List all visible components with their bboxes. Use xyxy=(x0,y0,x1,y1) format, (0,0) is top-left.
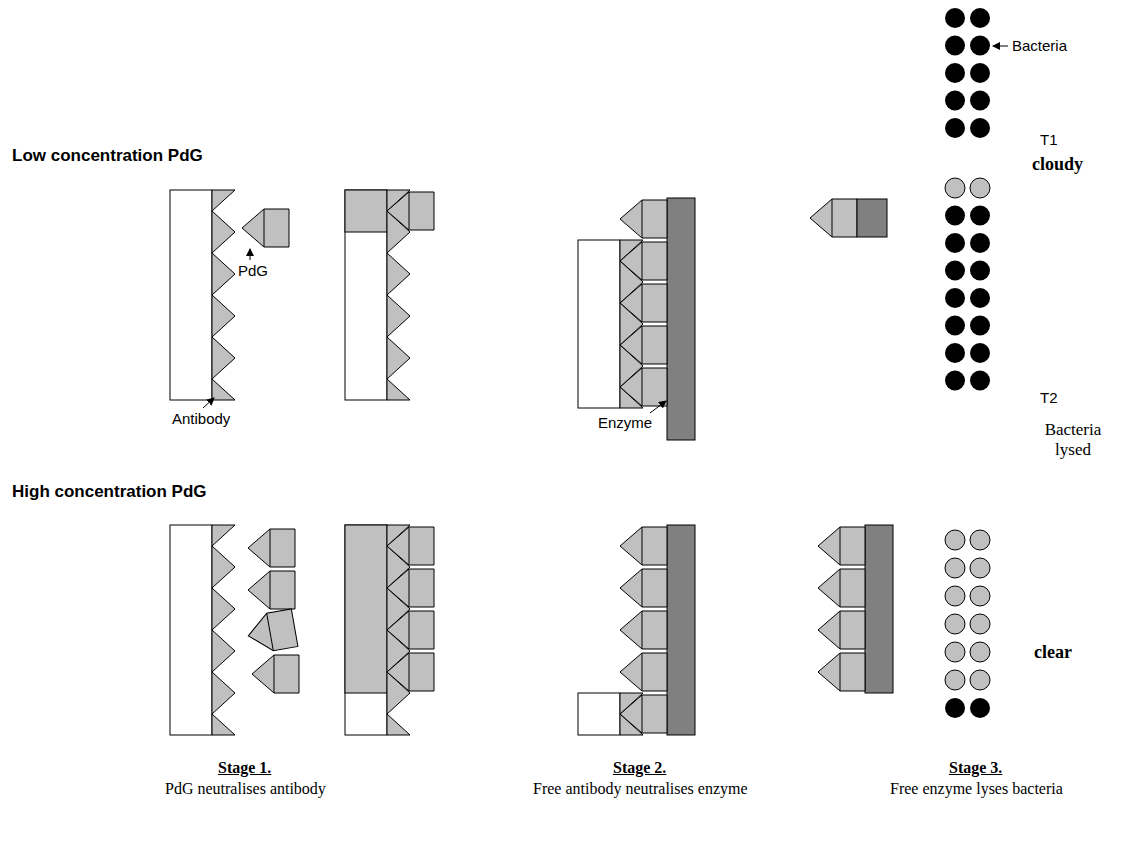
antibody-sites xyxy=(620,693,643,735)
callout-label: PdG xyxy=(238,262,268,280)
pdg-molecule xyxy=(248,529,295,567)
bacteria-column xyxy=(945,8,990,138)
pdg-molecule xyxy=(620,527,667,565)
row-heading: Low concentration PdG xyxy=(12,146,203,166)
leader-line xyxy=(250,249,251,260)
pdg-molecule xyxy=(387,192,434,230)
pdg-molecule xyxy=(242,209,289,247)
pdg-molecule xyxy=(620,611,667,649)
antibody-bound-part xyxy=(345,190,387,232)
callout-label: Enzyme xyxy=(598,414,652,432)
pdg-molecule xyxy=(818,653,865,691)
row-heading: High concentration PdG xyxy=(12,482,207,502)
pdg-molecule xyxy=(818,527,865,565)
enzyme xyxy=(865,525,893,693)
pdg-molecule xyxy=(252,655,299,693)
pdg-molecule xyxy=(387,653,434,691)
pdg-molecule xyxy=(387,569,434,607)
antibody-bound-part xyxy=(345,525,387,693)
pdg-molecule xyxy=(818,569,865,607)
antibody-body xyxy=(345,190,387,400)
stage-caption: PdG neutralises antibody xyxy=(165,779,326,798)
pdg-molecule xyxy=(387,611,434,649)
pdg-molecule xyxy=(245,609,298,655)
time-label: T2 xyxy=(1040,389,1058,407)
callout-label: Bacteria xyxy=(1012,37,1067,55)
leader-line xyxy=(650,401,666,413)
pdg-molecule xyxy=(818,611,865,649)
callout-label: Antibody xyxy=(172,410,230,428)
antibody-body xyxy=(170,525,212,735)
antibody-body xyxy=(345,525,387,735)
antibody-sites xyxy=(212,190,235,400)
pdg-molecule xyxy=(387,527,434,565)
pdg-molecule xyxy=(248,571,295,609)
enzyme xyxy=(667,198,695,440)
pdg-molecule xyxy=(620,569,667,607)
time-label: T1 xyxy=(1040,131,1058,149)
stage-title: Stage 3. xyxy=(949,758,1002,777)
leader-line xyxy=(203,398,214,408)
leader-line xyxy=(993,46,1008,47)
result-note: Bacteria lysed xyxy=(1028,420,1118,461)
enzyme xyxy=(857,199,887,237)
stage-caption: Free antibody neutralises enzyme xyxy=(533,779,748,798)
bacteria-column xyxy=(945,530,990,718)
antibody-sites xyxy=(620,240,643,408)
result-label: cloudy xyxy=(1032,154,1083,176)
pdg-molecule xyxy=(620,653,667,691)
stage-title: Stage 1. xyxy=(218,758,271,777)
result-label: clear xyxy=(1034,642,1072,664)
antibody-body xyxy=(578,693,620,735)
stage-caption: Free enzyme lyses bacteria xyxy=(890,779,1063,798)
stage-title: Stage 2. xyxy=(613,758,666,777)
enzyme xyxy=(667,525,695,735)
antibody-body xyxy=(578,240,620,408)
bacteria-column xyxy=(945,178,990,391)
antibody-body xyxy=(170,190,212,400)
pdg-molecule xyxy=(620,200,667,238)
pdg-molecule xyxy=(810,199,857,237)
antibody-sites xyxy=(212,525,235,735)
